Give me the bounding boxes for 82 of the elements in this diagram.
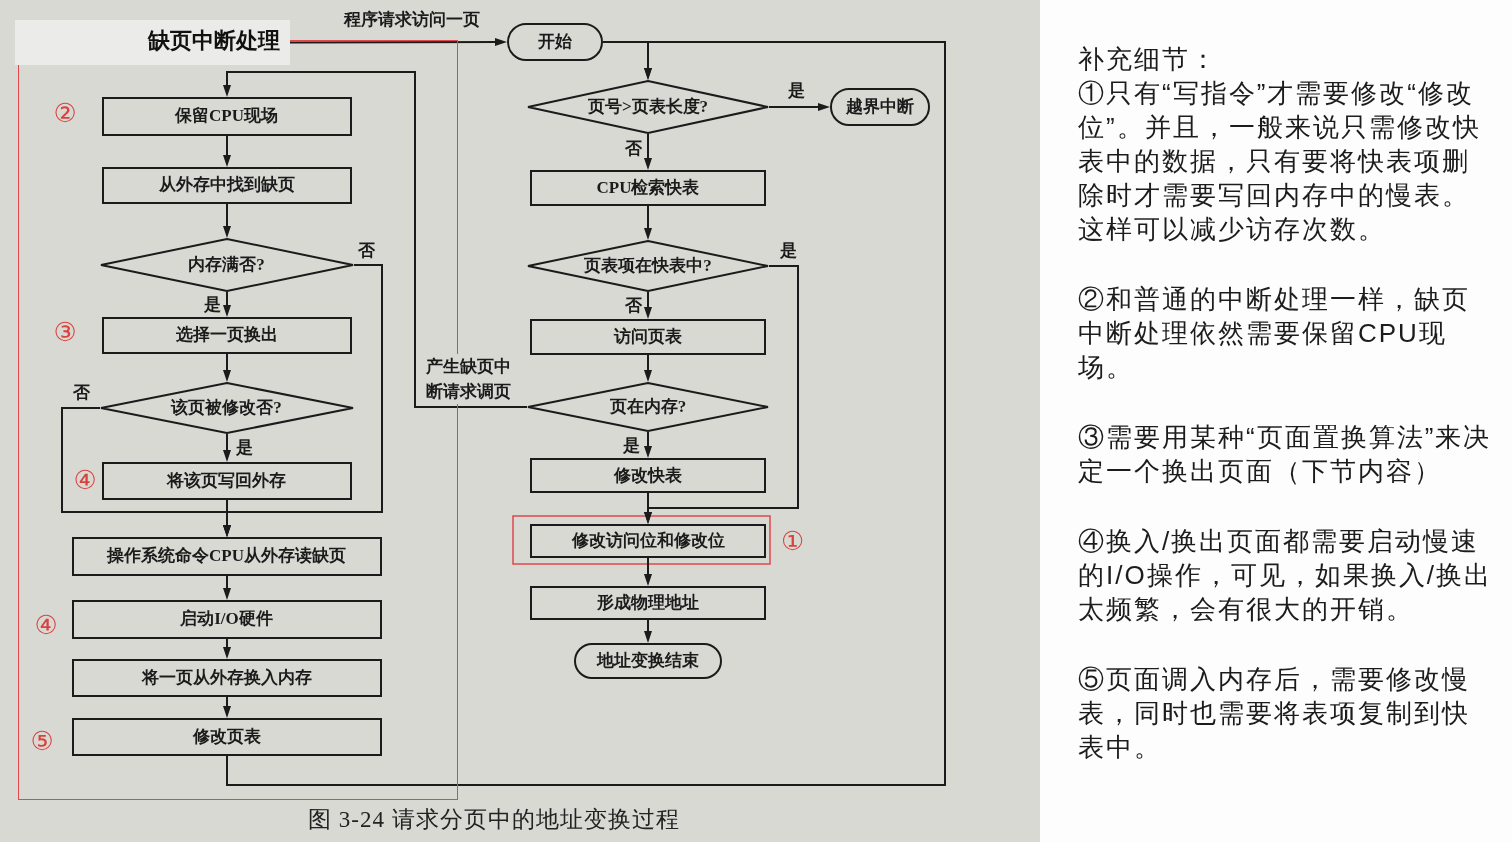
step-label: 形成物理地址 — [597, 593, 699, 613]
arrow — [644, 133, 652, 170]
edge-label: 是 — [787, 80, 806, 102]
arrow — [223, 696, 231, 718]
question-label: 页表项在快表中? — [584, 256, 712, 276]
decision-diamond — [99, 237, 354, 292]
arrow — [223, 135, 231, 167]
process-box — [530, 586, 766, 620]
decision-diamond — [527, 382, 769, 432]
decision-diamond — [99, 381, 354, 434]
edge-label: 是 — [203, 294, 222, 316]
step-label: 访问页表 — [614, 327, 682, 347]
arrow — [223, 433, 231, 462]
arrow — [223, 353, 231, 382]
decision-diamond — [527, 80, 769, 134]
process-box — [530, 319, 766, 355]
callout-number: ④ — [73, 465, 97, 494]
question-label: 页号>页表长度? — [587, 97, 709, 117]
arrow — [602, 41, 652, 80]
arrow — [768, 103, 830, 111]
arrow — [223, 71, 528, 408]
arrow — [644, 291, 652, 319]
edge-label: 程序请求访问一页 — [343, 9, 481, 31]
edge-label: 是 — [235, 437, 254, 459]
question-label: 页在内存? — [609, 397, 687, 417]
figure-caption: 图 3-24 请求分页中的地址变换过程 — [308, 806, 680, 834]
question-label: 内存满否? — [188, 254, 265, 275]
process-box — [101, 166, 352, 204]
edge-label: 否 — [624, 138, 643, 160]
arrow — [223, 203, 231, 238]
question-label: 该页被修改否? — [171, 397, 282, 418]
terminal-capsule — [830, 88, 930, 126]
step-label: CPU检索快表 — [596, 178, 700, 198]
process-box — [530, 458, 766, 493]
step-label: 选择一页换出 — [175, 325, 278, 345]
callout-number: ③ — [53, 317, 77, 346]
arrow — [223, 291, 231, 317]
arrow — [644, 205, 652, 240]
step-label: 从外存中找到缺页 — [158, 175, 295, 195]
arrow — [644, 557, 652, 586]
step-label: 保留CPU现场 — [175, 106, 278, 126]
process-box — [530, 170, 766, 206]
arrow — [644, 431, 652, 458]
edge-label: 是 — [622, 435, 641, 457]
note-heading: 补充细节： — [1078, 43, 1219, 76]
edge-label: 否 — [72, 382, 91, 404]
note-paragraph: ⑤页面调入内存后，需要修改慢表，同时也需要将表项复制到快表中。 — [1078, 663, 1471, 764]
callout-number: ① — [781, 527, 805, 555]
arrow — [226, 41, 946, 786]
step-label: 修改快表 — [614, 465, 682, 486]
note-paragraph: ③需要用某种“页面置换算法”来决定一个换出页面（下节内容） — [1078, 421, 1493, 488]
step-label: 将一页从外存换入内存 — [141, 667, 312, 688]
terminal-capsule — [507, 23, 603, 61]
arrow — [289, 38, 507, 47]
process-box — [71, 658, 382, 697]
section-heading: 缺页中断处理 — [147, 27, 280, 54]
arrow — [644, 492, 652, 524]
decision-diamond — [527, 240, 769, 292]
terminal-label: 地址变换结束 — [597, 651, 699, 671]
step-label: 操作系统命令CPU从外存读缺页 — [107, 546, 346, 566]
edge-label: 否 — [624, 295, 643, 317]
arrow — [223, 638, 231, 659]
step-label: 启动I/O硬件 — [180, 609, 273, 629]
arrow — [644, 619, 652, 643]
step-label: 修改页表 — [192, 726, 261, 747]
arrow — [223, 499, 231, 537]
terminal-label: 开始 — [538, 32, 572, 52]
step-label: 修改访问位和修改位 — [571, 531, 725, 551]
callout-number: ⑤ — [30, 726, 54, 755]
step-label: 将该页写回外存 — [167, 470, 286, 491]
callout-number: ④ — [34, 610, 58, 639]
note-paragraph: ④换入/换出页面都需要启动慢速的I/O操作，可见，如果换入/换出太频繁，会有很大的开销。 — [1078, 525, 1493, 626]
process-box — [71, 536, 382, 576]
terminal-label: 越界中断 — [846, 97, 914, 117]
note-paragraph: ①只有“写指令”才需要修改“修改位”。并且，一般来说只需修改快表中的数据，只有要将快表项删除时才需要写回内存中的慢表。这样可以减少访存次数。 — [1078, 77, 1482, 246]
arrow — [644, 354, 652, 382]
edge-label: 否 — [357, 240, 376, 262]
callout-number: ② — [53, 98, 77, 127]
terminal-capsule — [574, 643, 722, 679]
arrow — [223, 575, 231, 600]
edge-label: 是 — [779, 240, 798, 262]
note-paragraph: ②和普通的中断处理一样，缺页中断处理依然需要保留CPU现场。 — [1078, 283, 1471, 384]
